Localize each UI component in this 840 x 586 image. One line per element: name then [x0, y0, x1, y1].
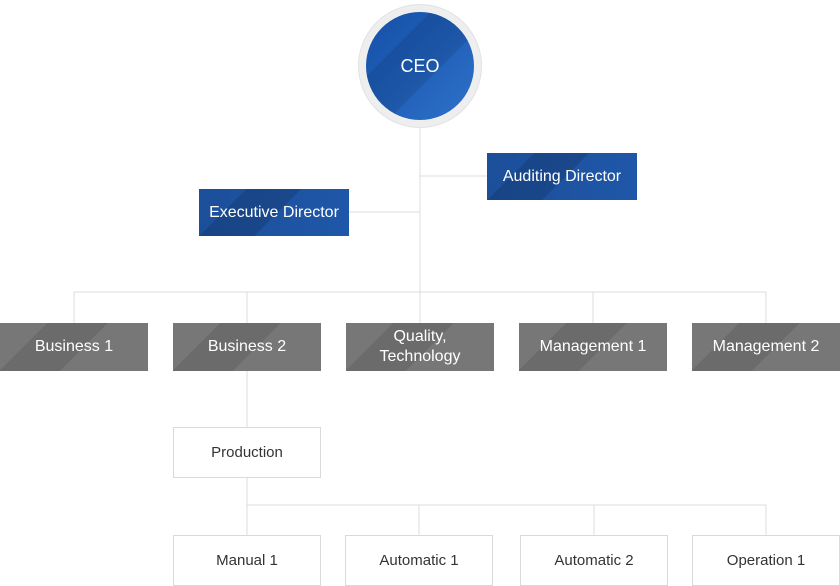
line-label: Operation 1 [726, 552, 806, 569]
auditing-director-node: Auditing Director [487, 153, 637, 200]
line-label: Manual 1 [216, 552, 278, 569]
line-automatic-2: Automatic 2 [520, 535, 668, 586]
production-label: Production [211, 444, 283, 461]
division-label: Management 2 [712, 338, 820, 355]
executive-director-node: Executive Director [199, 189, 349, 236]
auditing-director-label: Auditing Director [502, 167, 622, 185]
line-manual-1: Manual 1 [173, 535, 321, 586]
executive-director-label: Executive Director [209, 203, 339, 221]
division-management-2: Management 2 [692, 323, 840, 371]
line-automatic-1: Automatic 1 [345, 535, 493, 586]
line-label: Automatic 2 [554, 552, 634, 569]
division-business-2: Business 2 [173, 323, 321, 371]
division-label: Business 1 [34, 338, 114, 355]
production-node: Production [173, 427, 321, 478]
division-business-1: Business 1 [0, 323, 148, 371]
division-label: Management 1 [539, 338, 647, 355]
division-label: Quality, Technology [379, 328, 461, 365]
line-label: Automatic 1 [379, 552, 459, 569]
ceo-node: CEO [366, 12, 474, 120]
division-management-1: Management 1 [519, 323, 667, 371]
ceo-label: CEO [400, 55, 440, 76]
division-label: Business 2 [207, 338, 287, 355]
division-quality-technology: Quality, Technology [346, 323, 494, 371]
line-operation-1: Operation 1 [692, 535, 840, 586]
